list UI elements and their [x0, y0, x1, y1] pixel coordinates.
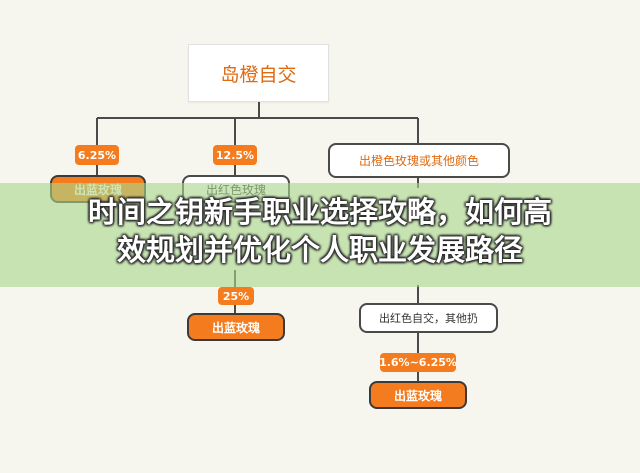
- title-banner: [0, 183, 640, 287]
- article-title: 时间之钥新手职业选择攻略，如何高 效规划并优化个人职业发展路径: [0, 193, 640, 269]
- result-node-second: 出蓝玫瑰: [187, 313, 285, 341]
- step-node-right-2: 出红色自交，其他扔: [359, 303, 498, 333]
- rate-badge-middle: 12.5%: [213, 145, 257, 165]
- rate-badge-second: 25%: [218, 287, 254, 305]
- root-node: 岛橙自交: [188, 44, 329, 102]
- title-line-1: 时间之钥新手职业选择攻略，如何高: [87, 195, 552, 229]
- result-node-right: 出蓝玫瑰: [369, 381, 467, 409]
- title-line-2: 效规划并优化个人职业发展路径: [116, 233, 523, 267]
- step-node-right: 出橙色玫瑰或其他颜色: [328, 143, 510, 178]
- rate-badge-left: 6.25%: [75, 145, 119, 165]
- rate-badge-right: 1.6%~6.25%: [379, 353, 457, 372]
